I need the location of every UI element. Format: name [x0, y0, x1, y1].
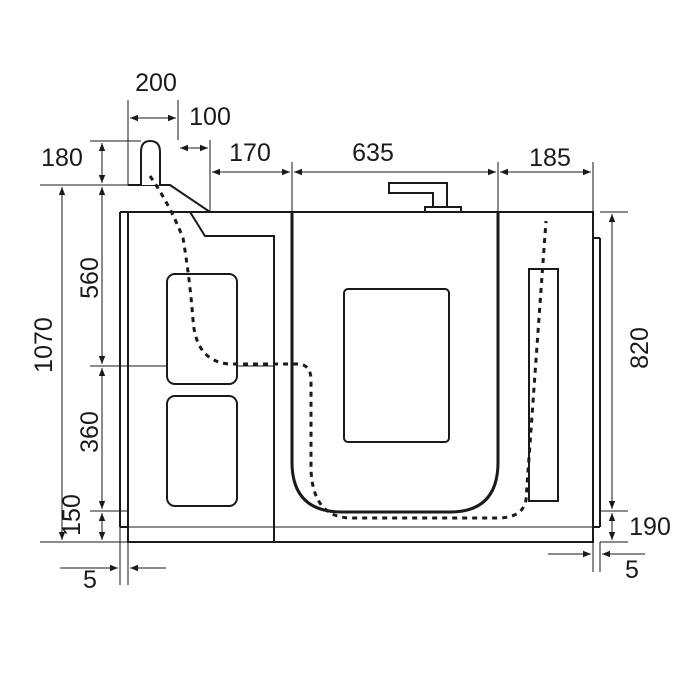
- dim-190-label: 190: [629, 513, 671, 541]
- dim-5-right-label: 5: [625, 556, 639, 584]
- dim-360-label: 360: [76, 411, 104, 453]
- upper-window: [166, 273, 238, 385]
- dim-185-label: 185: [529, 144, 571, 172]
- dim-635-label: 635: [352, 139, 394, 167]
- seat-column: [128, 184, 593, 542]
- dim-200-label: 200: [135, 69, 177, 97]
- dim-560-label: 560: [76, 257, 104, 299]
- faucet: [388, 182, 462, 213]
- dim-100-label: 100: [189, 103, 231, 131]
- dim-150-label: 150: [58, 494, 86, 536]
- dimension-labels: 200 100 170 635 185 180 560 360 150 1070…: [30, 69, 671, 594]
- seat-column-outline: [128, 211, 275, 542]
- dim-820-label: 820: [626, 327, 654, 369]
- tub-door: [290, 212, 500, 514]
- handrail: [140, 139, 161, 185]
- dim-180-label: 180: [41, 144, 83, 172]
- dimension-lines: [40, 100, 645, 585]
- water-line-profile: [148, 175, 548, 520]
- door-outline: [290, 212, 500, 514]
- dim-170-label: 170: [229, 139, 271, 167]
- door-window: [343, 288, 450, 443]
- dim-5-left-label: 5: [83, 566, 97, 594]
- dim-1070-label: 1070: [30, 317, 58, 373]
- right-access-panel: [528, 268, 559, 502]
- lower-window: [166, 395, 238, 507]
- deck-top-line: [128, 184, 593, 213]
